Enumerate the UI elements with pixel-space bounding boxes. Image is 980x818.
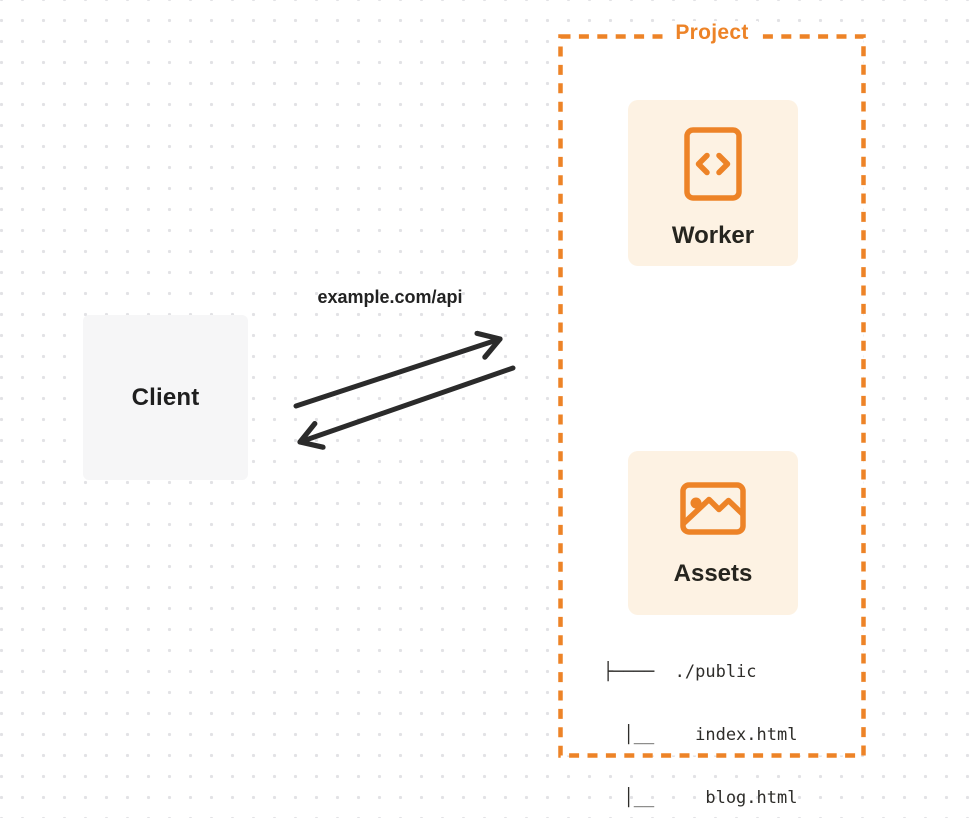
image-icon (680, 482, 746, 535)
request-url-label: example.com/api (317, 287, 463, 307)
file-tree-line-root: ├──── ./public (603, 662, 757, 682)
file-tree-line-index: │__ index.html (603, 725, 798, 745)
file-tree: ├──── ./public │__ index.html │__ blog.h… (603, 620, 797, 818)
client-node: Client (83, 315, 248, 480)
client-label: Client (131, 383, 200, 411)
worker-label: Worker (671, 222, 755, 249)
response-arrow (300, 365, 516, 442)
request-arrow (293, 339, 500, 409)
assets-node: Assets (628, 451, 798, 615)
project-label-wrap: Project (560, 21, 864, 45)
file-tree-line-blog: │__ blog.html (603, 788, 798, 808)
code-file-icon (684, 127, 742, 201)
project-label: Project (666, 21, 758, 45)
assets-label: Assets (673, 560, 753, 587)
worker-node: Worker (628, 100, 798, 266)
